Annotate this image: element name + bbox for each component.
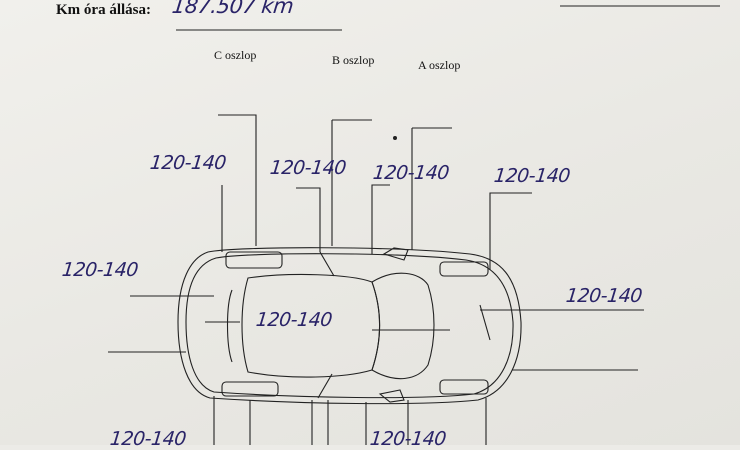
measurement-c-pillar-left: 120-140 (148, 152, 228, 174)
measurement-b-pillar-left: 120-140 (268, 157, 348, 179)
c-pillar-label: C oszlop (214, 48, 257, 62)
ink-dot (393, 136, 397, 140)
car-top-view (177, 247, 522, 405)
a-pillar-label: A oszlop (418, 58, 461, 72)
measurement-bottom-left: 120-140 (108, 428, 188, 450)
measurement-roof: 120-140 (254, 309, 334, 331)
measurement-bottom-center: 120-140 (368, 428, 448, 450)
measurement-front-left: 120-140 (492, 165, 572, 187)
measurement-hood: 120-140 (564, 285, 644, 307)
measurement-rear: 120-140 (60, 259, 140, 281)
measurement-a-pillar-left: 120-140 (371, 162, 451, 184)
b-pillar-label: B oszlop (332, 53, 375, 67)
odometer-label: Km óra állása: (56, 2, 151, 18)
